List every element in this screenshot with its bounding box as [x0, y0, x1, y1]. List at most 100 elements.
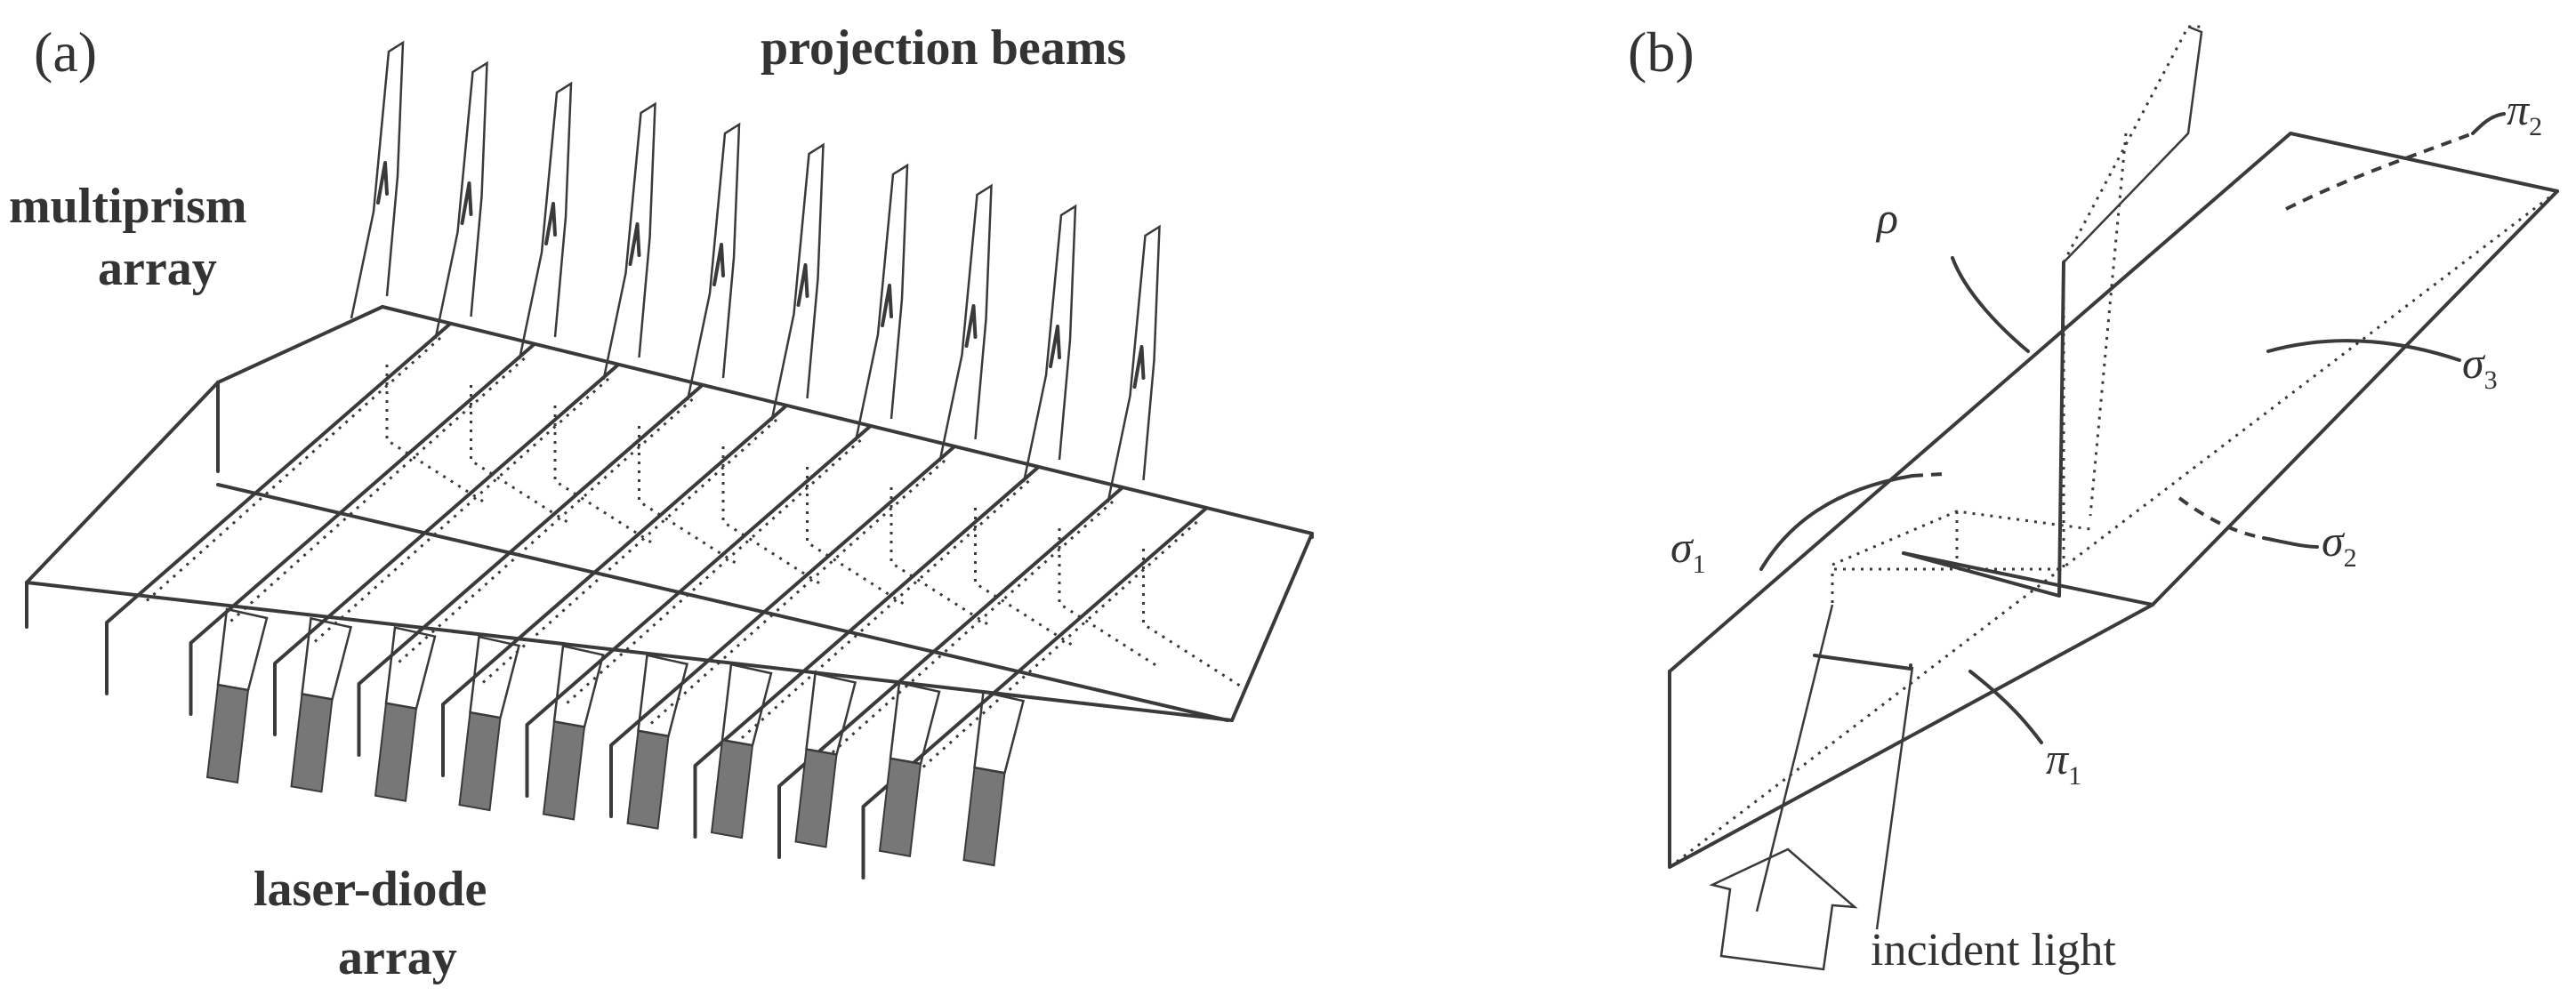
projection-beam	[1022, 204, 1077, 483]
multiprism-label-line2: array	[98, 241, 217, 296]
panel-a-tag: (a)	[34, 20, 97, 84]
prism-unit-face	[525, 425, 872, 798]
prism-left-slope	[25, 381, 220, 584]
incident-light-label: incident light	[1871, 925, 2116, 976]
prism-right-face-edge	[2151, 189, 2559, 606]
prism-unit-hidden	[393, 398, 694, 668]
sigma2-subscript: 2	[2344, 543, 2357, 573]
laser-diode-cap	[637, 654, 689, 738]
sigma3-subscript: 3	[2484, 365, 2498, 395]
pi2-subscript: 2	[2529, 112, 2542, 141]
projection-beam-mark	[628, 222, 641, 266]
sigma1-leader	[1759, 474, 1914, 571]
pi1-leader	[1968, 670, 2043, 744]
prism-unit-hidden-box	[1058, 528, 1158, 668]
projection-beam-mark	[460, 181, 473, 225]
projection-beam	[686, 122, 741, 401]
prism-hidden-diagonal	[1669, 189, 2558, 869]
prism-top-face-edge	[1668, 132, 2559, 673]
prism-unit-face	[777, 486, 1123, 859]
prism-unit-hidden-box	[806, 467, 906, 606]
projection-beam	[770, 142, 825, 422]
prism-unit-face	[861, 507, 1208, 880]
leader-lines	[1759, 112, 2506, 744]
laser-diode	[878, 757, 922, 857]
beam-left-edge	[1755, 604, 1834, 912]
prism-unit-hidden-box	[470, 385, 570, 525]
incident-beam-strip	[1755, 604, 1914, 930]
laser-diode-cap	[889, 681, 941, 766]
prism-unit-face	[609, 446, 955, 818]
prism-bottom-front	[1668, 603, 2154, 869]
sigma2-symbol: σ	[2322, 516, 2346, 566]
laser-diode-cap	[216, 607, 269, 692]
prism-unit-hidden-box	[1142, 549, 1243, 688]
laser-diode	[626, 729, 670, 830]
prism-mid-edge	[216, 483, 1229, 722]
projection-beam	[938, 183, 993, 462]
projection-beam-mark	[881, 284, 893, 327]
multiprism-array	[25, 305, 1314, 722]
rho-leader	[1951, 256, 2030, 353]
prism-unit-hidden	[225, 357, 526, 627]
sigma3-symbol: σ	[2462, 338, 2486, 388]
prism-units	[105, 323, 1243, 880]
laser-diode	[205, 683, 250, 784]
prism-unit-hidden-box	[974, 508, 1075, 647]
sigma2-leader	[2262, 536, 2319, 549]
laser-diode-cap	[384, 626, 437, 711]
sigma1-leader-dashed	[1912, 472, 1944, 478]
prism-right-edge	[1230, 532, 1314, 722]
laser-diode-cap	[973, 690, 1026, 775]
prism-top-left-edge	[216, 305, 384, 384]
pi2-label: π2	[2507, 84, 2542, 141]
projection-beam	[434, 60, 488, 340]
laser-diode	[374, 702, 418, 802]
prism-bottom-edge	[25, 581, 1234, 722]
laser-diode-label-line1: laser-diode	[254, 862, 487, 917]
prism-unit-hidden-box	[638, 426, 738, 566]
pi1-symbol: π	[2046, 734, 2070, 783]
laser-diode-array	[205, 607, 1026, 867]
projection-beam	[350, 40, 405, 319]
laser-diode	[542, 720, 586, 821]
laser-diode-cap	[805, 671, 857, 756]
projection-beam	[854, 163, 909, 442]
prism-unit-face	[693, 466, 1040, 839]
prism-unit-hidden	[309, 377, 610, 647]
prism-unit-face	[357, 384, 704, 757]
prism-unit-hidden-box	[890, 487, 990, 627]
projection-beam-mark	[1049, 325, 1061, 368]
prism-unit-hidden	[477, 418, 778, 688]
laser-diode	[794, 748, 838, 848]
beam-right-edge	[1875, 666, 1914, 930]
pi1-subscript: 1	[2068, 761, 2081, 791]
sigma3-leader	[2266, 339, 2461, 362]
laser-diode-cap	[301, 616, 353, 701]
prism-top-edge	[381, 305, 1314, 539]
laser-diode-cap	[469, 635, 521, 719]
projection-beam-mark	[544, 202, 557, 245]
prism-unit-hidden-box	[553, 406, 654, 545]
panel-b: (b) incident light	[1628, 20, 2559, 976]
projection-beam-mark	[1132, 345, 1146, 389]
sigma1-label: σ1	[1670, 522, 1706, 579]
projection-beam	[518, 81, 573, 360]
pi2-leader-dashed	[2285, 132, 2474, 211]
beam-cross-line	[1813, 654, 1912, 671]
projection-beams-label: projection beams	[761, 20, 1126, 76]
prism-front-frame	[1902, 261, 2065, 598]
laser-diode	[458, 711, 502, 812]
sigma1-subscript: 1	[1693, 550, 1706, 579]
prism-solid-edges	[1668, 132, 2559, 869]
pi2-symbol: π	[2507, 84, 2531, 134]
pi1-label: π1	[2046, 734, 2081, 791]
laser-diode	[290, 693, 334, 793]
prism-unit-face	[105, 323, 451, 695]
laser-diode	[710, 738, 754, 839]
prism-inner-edge	[1902, 551, 2154, 606]
output-beam-shape	[2063, 25, 2203, 263]
laser-diode-label-line2: array	[338, 930, 457, 985]
